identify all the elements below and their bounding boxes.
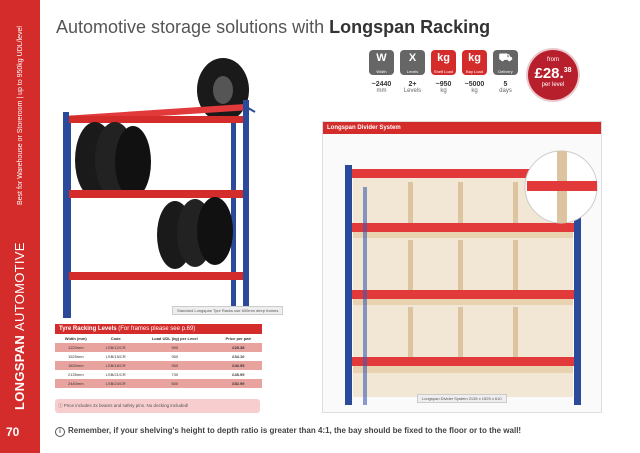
spec-symbol: W — [376, 52, 387, 64]
table-cell: 1525mm — [55, 352, 97, 361]
spec-value: ~5000 — [464, 81, 485, 88]
table-cell: LSB/12/CR — [96, 343, 135, 352]
levels-icon: X Levels — [400, 50, 425, 75]
page-title: Automotive storage solutions with Longsp… — [56, 17, 490, 38]
divider-panel: Longspan Divider System — [322, 121, 602, 413]
table-cell: LSB/18/CR — [96, 361, 135, 370]
spec-unit: mm — [376, 88, 387, 94]
price-per: per level — [541, 82, 565, 88]
table-cell: £45.99 — [214, 370, 262, 379]
sidebar-tagline: Best for Warehouse or Storeroom | up to … — [17, 26, 24, 205]
table-cell: 2135mm — [55, 370, 97, 379]
tyre-rack-image — [63, 58, 256, 318]
info-icon: ⓘ — [58, 403, 63, 408]
table-cell: 730 — [134, 370, 215, 379]
section-title-light: AUTOMOTIVE — [12, 242, 27, 331]
divider-caption: Longspan Divider System 2135 x 1525 x 61… — [417, 394, 507, 403]
spec-label: Width — [376, 69, 387, 74]
page-number: 70 — [6, 425, 20, 439]
tyre-table: Tyre Racking Levels (For frames please s… — [55, 324, 262, 388]
table-cell: 1220mm — [55, 343, 97, 352]
spec-symbol: X — [408, 52, 417, 64]
spec-label: Levels — [406, 69, 419, 74]
spec-unit: Levels — [403, 88, 422, 94]
divider-panel-title: Longspan Divider System — [323, 122, 601, 134]
divider-rack-image — [345, 150, 598, 405]
tyre-table-note: ⓘ Price includes 2x beams and safety pin… — [55, 399, 260, 413]
spec-value: ~2440 — [371, 81, 392, 88]
table-header: Width (mm) — [55, 334, 97, 343]
spec-value: 5 — [503, 81, 508, 88]
spec-unit: kg — [471, 88, 478, 94]
table-cell: £28.38 — [214, 343, 262, 352]
table-cell: £34.10 — [214, 352, 262, 361]
section-title: LONGSPAN AUTOMOTIVE — [12, 242, 27, 410]
section-title-bold: LONGSPAN — [12, 334, 27, 410]
table-header: Load UDL (kg) per Level — [134, 334, 215, 343]
table-cell: 1830mm — [55, 361, 97, 370]
info-icon: i — [55, 427, 65, 437]
table-cell: 950 — [134, 361, 215, 370]
width-icon: W Width — [369, 50, 394, 75]
spec-symbol: kg — [468, 52, 481, 64]
photo-caption: Standard Longspan Tyre Racks use 600mm d… — [172, 306, 284, 315]
price-from: from — [547, 57, 559, 63]
spec-label: Delivery — [498, 69, 513, 74]
table-header: Price per pair — [214, 334, 262, 343]
page-title-light: Automotive storage solutions with — [56, 17, 330, 37]
spec-unit: days — [499, 88, 512, 94]
spec-unit: kg — [440, 88, 447, 94]
sidebar: Best for Warehouse or Storeroom | up to … — [0, 0, 40, 453]
table-cell: LSB/21/CR — [96, 370, 135, 379]
price-badge: from £28.38 per level — [528, 50, 578, 100]
price-amount: £28.38 — [534, 65, 572, 82]
spec-value: ~950 — [435, 81, 452, 88]
spec-symbol: kg — [437, 52, 450, 64]
tyre-table-title: Tyre Racking Levels (For frames please s… — [55, 324, 262, 334]
table-header: Code — [96, 334, 135, 343]
table-cell: 600 — [134, 379, 215, 388]
delivery-icon: ⛟ Delivery — [493, 50, 518, 75]
spec-symbol: ⛟ — [498, 52, 513, 64]
table-cell: 590 — [134, 343, 215, 352]
spec-value: 2+ — [408, 81, 417, 88]
table-cell: £40.55 — [214, 361, 262, 370]
spec-label: Shelf Load — [433, 69, 454, 74]
spec-label: Bay Load — [466, 69, 483, 74]
table-cell: 950 — [134, 352, 215, 361]
table-cell: LSB/24/CR — [96, 379, 135, 388]
table-cell: £52.99 — [214, 379, 262, 388]
table-cell: 2440mm — [55, 379, 97, 388]
page-title-bold: Longspan Racking — [329, 17, 491, 37]
table-cell: LSB/15/CR — [96, 352, 135, 361]
